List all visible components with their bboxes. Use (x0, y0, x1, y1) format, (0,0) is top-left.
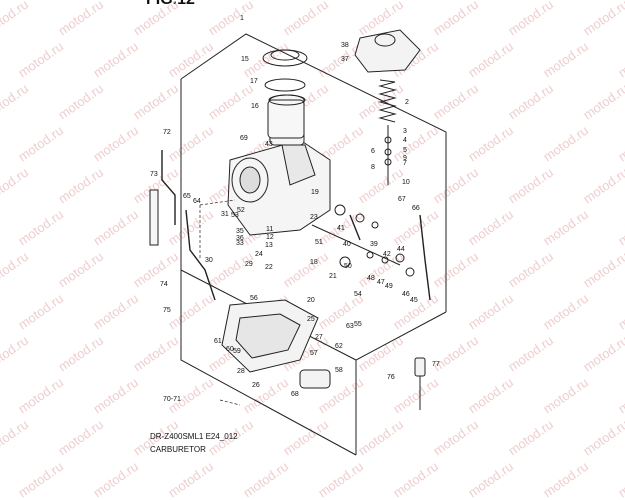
callout-72: 72 (163, 129, 171, 136)
callout-60: 60 (226, 346, 234, 353)
callout-51: 51 (315, 239, 323, 246)
callout-17: 17 (250, 78, 258, 85)
callout-1: 1 (240, 15, 244, 22)
callout-12: 12 (266, 234, 274, 241)
callout-75: 75 (163, 307, 171, 314)
callout-45: 45 (410, 297, 418, 304)
diaphragm-parts (262, 49, 308, 139)
callout-37: 37 (341, 56, 349, 63)
callout-10: 10 (402, 179, 410, 186)
callout-29: 29 (245, 261, 253, 268)
callout-11: 11 (266, 226, 273, 233)
callout-44: 44 (397, 246, 405, 253)
callout-26: 26 (252, 382, 260, 389)
callout-31: 31 (221, 211, 229, 218)
model-code: DR-Z400SML1 E24_012 (150, 432, 238, 441)
float-bowl (221, 299, 319, 373)
callout-25: 25 (307, 316, 315, 323)
callout-16: 16 (251, 103, 259, 110)
callout-61: 61 (214, 338, 222, 345)
callout-36: 36 (236, 235, 244, 242)
callout-74: 74 (160, 281, 168, 288)
solenoid (299, 357, 426, 410)
exploded-view-drawing: 1234567891011121315161718192021222324252… (149, 15, 447, 456)
callout-22: 22 (265, 264, 273, 271)
callout-73: 73 (150, 171, 158, 178)
callout-50: 50 (344, 263, 352, 270)
callout-23: 23 (310, 214, 318, 221)
callout-9: 9 (403, 155, 407, 162)
callout-59: 59 (233, 348, 241, 355)
callout-5: 5 (403, 147, 407, 154)
callout-21: 21 (329, 273, 337, 280)
callout-24: 24 (255, 251, 263, 258)
callout-56: 56 (250, 295, 258, 302)
callout-46: 46 (402, 291, 410, 298)
callout-41: 41 (337, 225, 345, 232)
top-cover (354, 29, 421, 73)
callout-33: 33 (236, 240, 244, 247)
callout-62: 62 (335, 343, 343, 350)
callout-4: 4 (403, 137, 407, 144)
callout-49: 49 (385, 283, 393, 290)
frame-outline (180, 33, 447, 456)
callout-3: 3 (403, 128, 407, 135)
diagram-caption: CARBURETOR (150, 445, 206, 454)
callout-27: 27 (315, 334, 323, 341)
hoses (161, 150, 431, 301)
throttle-shaft (311, 204, 415, 277)
callout-43: 43 (265, 141, 273, 148)
callout-65: 65 (183, 193, 191, 200)
callout-47: 47 (377, 279, 385, 286)
callout-13: 13 (265, 242, 273, 249)
callout-19: 19 (311, 189, 319, 196)
callout-35: 35 (236, 228, 244, 235)
callout-68: 68 (291, 391, 299, 398)
callout-15: 15 (241, 56, 249, 63)
figure-label: FIG.12 (146, 0, 195, 9)
callout-30: 30 (205, 257, 213, 264)
callout-76: 76 (387, 374, 395, 381)
callout-57: 57 (310, 350, 318, 357)
callout-8: 8 (371, 164, 375, 171)
callout-66: 66 (412, 205, 420, 212)
callout-2: 2 (405, 99, 409, 106)
callout-39: 39 (370, 241, 378, 248)
callout-55: 55 (354, 321, 362, 328)
callout-18: 18 (310, 259, 318, 266)
callout-52: 52 (237, 207, 245, 214)
callout-40: 40 (343, 241, 351, 248)
vent-pipe (149, 189, 159, 246)
callout-70-71: 70-71 (163, 396, 181, 403)
callout-6: 6 (371, 148, 375, 155)
leader-lines (199, 199, 241, 406)
callout-58: 58 (335, 367, 343, 374)
callout-64: 64 (193, 198, 201, 205)
callout-38: 38 (341, 42, 349, 49)
callout-67: 67 (398, 196, 406, 203)
callout-48: 48 (367, 275, 375, 282)
callout-77: 77 (432, 361, 440, 368)
callout-54: 54 (354, 291, 362, 298)
callout-63: 63 (346, 323, 354, 330)
callout-7: 7 (403, 160, 407, 167)
callout-28: 28 (237, 368, 245, 375)
callout-69: 69 (240, 135, 248, 142)
spring-needle (378, 79, 397, 185)
callout-42: 42 (383, 251, 391, 258)
callout-layer: 1234567891011121315161718192021222324252… (150, 15, 440, 403)
callout-20: 20 (307, 297, 315, 304)
callout-53: 53 (231, 212, 239, 219)
